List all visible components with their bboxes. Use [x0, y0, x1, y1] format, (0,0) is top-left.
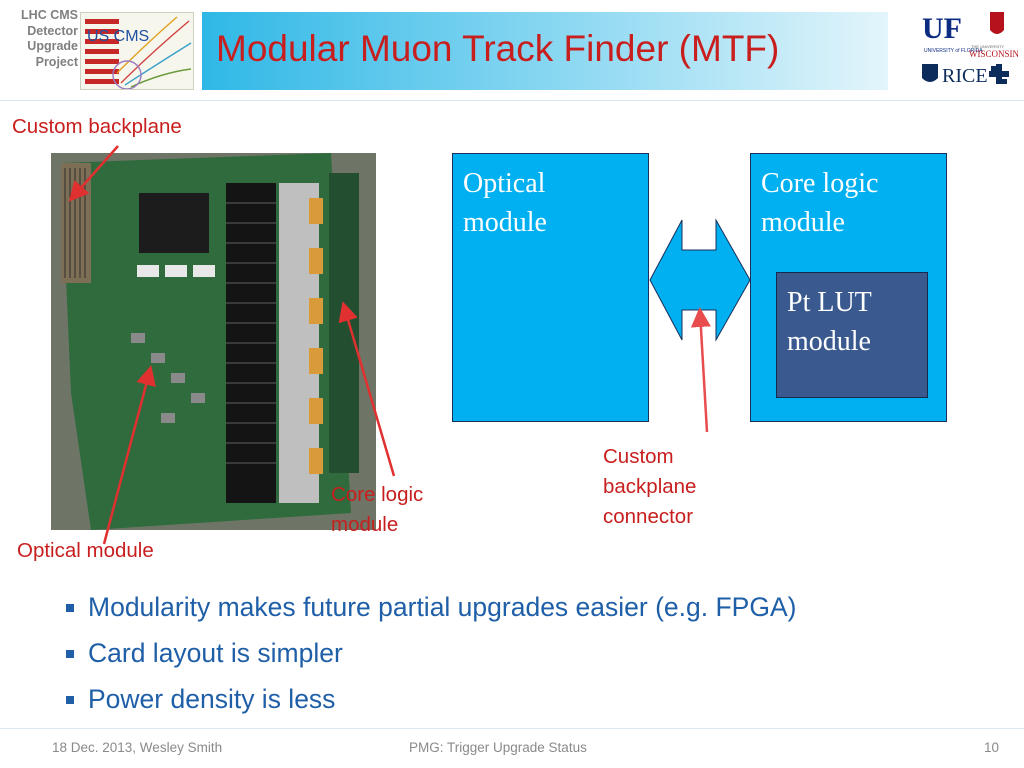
- label-core-logic-line-2: module: [331, 513, 399, 536]
- bullet-text-3: Power density is less: [88, 684, 336, 714]
- pt-box-line-2: module: [787, 326, 871, 357]
- rice-owl-icon: [989, 64, 1009, 84]
- footer-divider: [0, 728, 1024, 729]
- arrow-to-backplane: [68, 145, 119, 202]
- small-chips: [131, 333, 205, 423]
- pt-box-line-1: Pt LUT: [787, 287, 872, 318]
- optical-module-box: Optical module: [452, 153, 649, 422]
- university-logos: UF UNIVERSITY of FLORIDA THE UNIVERSITY …: [918, 8, 1020, 92]
- bullet-marker-1: [66, 604, 74, 612]
- fpga-heatsink: [139, 193, 209, 253]
- bullet-item-1: Modularity makes future partial upgrades…: [66, 590, 966, 636]
- label-core-logic-line-1: Core logic: [331, 483, 424, 506]
- bullet-list: Modularity makes future partial upgrades…: [66, 590, 966, 728]
- project-label: LHC CMS Detector Upgrade Project: [4, 8, 78, 70]
- bullet-text-1: Modularity makes future partial upgrades…: [88, 592, 797, 622]
- double-arrow-diagram: [649, 218, 751, 433]
- wisconsin-logo: WISCONSIN: [969, 49, 1018, 59]
- core-box-line-2: module: [761, 207, 845, 238]
- uscms-logo-text: US CMS: [87, 28, 149, 45]
- arrow-to-connector: [690, 307, 711, 433]
- bullet-marker-3: [66, 696, 74, 704]
- header-divider: [0, 100, 1024, 101]
- rice-logo: RICE: [942, 65, 988, 87]
- pt-lut-module-box: Pt LUT module: [776, 272, 928, 398]
- project-label-line-3: Upgrade: [27, 39, 78, 53]
- rice-crest-icon: [922, 64, 938, 82]
- bullet-text-2: Card layout is simpler: [88, 638, 343, 668]
- core-box-line-1: Core logic: [761, 168, 879, 199]
- heatsink-fin-lines: [226, 202, 276, 464]
- footer-page-number: 10: [984, 740, 1000, 755]
- bidirectional-arrow: [649, 218, 751, 342]
- wisconsin-logo-top: THE UNIVERSITY: [971, 44, 1004, 49]
- label-custom-backplane: Custom backplane: [12, 115, 182, 138]
- label-core-logic-module: Core logic module: [331, 480, 423, 540]
- board-photo: [51, 153, 376, 530]
- uf-logo-sub: UNIVERSITY of FLORIDA: [924, 48, 983, 54]
- slide-title: Modular Muon Track Finder (MTF): [216, 28, 780, 69]
- arrow-to-core-logic: [338, 301, 396, 477]
- optical-box-line-2: module: [463, 207, 547, 238]
- label-connector-line-3: connector: [603, 505, 694, 528]
- uf-logo: UF: [922, 12, 962, 45]
- front-panel-connectors: [309, 198, 323, 474]
- event-tracks: [112, 16, 192, 89]
- bullet-item-2: Card layout is simpler: [66, 636, 966, 682]
- project-label-line-2: Detector: [27, 23, 78, 38]
- core-logic-module-box-label: Core logic module: [761, 164, 878, 242]
- arrow-to-optical: [102, 365, 156, 545]
- label-custom-backplane-connector: Custom backplane connector: [603, 442, 696, 532]
- uscms-logo: US CMS: [80, 12, 194, 90]
- wisconsin-crest-icon: [990, 12, 1004, 34]
- title-bar: [202, 12, 888, 90]
- flag-stripes: [85, 19, 119, 84]
- label-connector-line-2: backplane: [603, 475, 697, 498]
- project-label-line-4: Project: [35, 54, 78, 69]
- pt-lut-module-box-label: Pt LUT module: [787, 283, 872, 361]
- bullet-marker-2: [66, 650, 74, 658]
- footer-presentation-title: PMG: Trigger Upgrade Status: [409, 740, 587, 755]
- project-label-line-1: LHC CMS: [21, 8, 78, 22]
- optical-module-box-label: Optical module: [463, 164, 547, 242]
- optical-connectors: [137, 265, 215, 277]
- footer-date-author: 18 Dec. 2013, Wesley Smith: [52, 740, 223, 755]
- university-logos-graphic: UF UNIVERSITY of FLORIDA THE UNIVERSITY …: [922, 12, 1020, 87]
- label-optical-module: Optical module: [17, 539, 154, 562]
- optical-box-line-1: Optical: [463, 168, 546, 199]
- uscms-logo-graphic: US CMS: [85, 16, 192, 89]
- label-connector-line-1: Custom: [603, 445, 674, 468]
- bullet-item-3: Power density is less: [66, 682, 966, 728]
